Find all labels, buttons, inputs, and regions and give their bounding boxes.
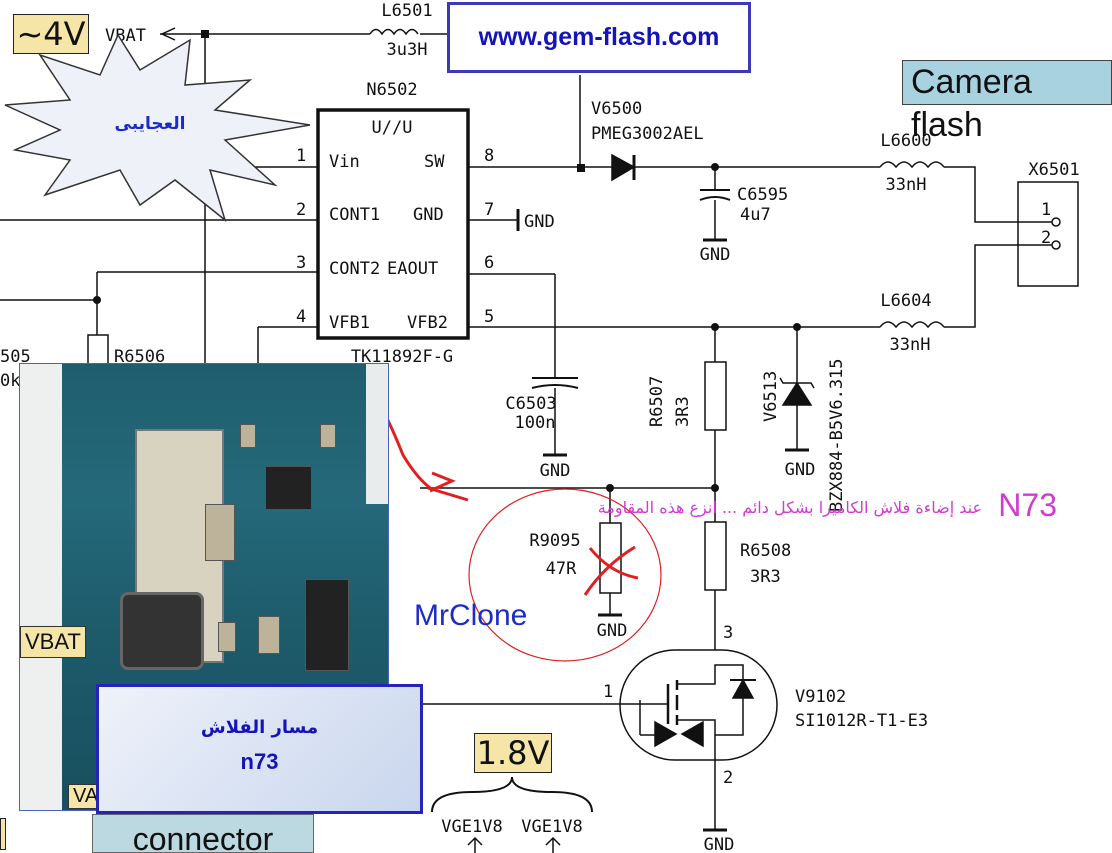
vbat-label: VBAT: [105, 26, 146, 46]
v6500-part: PMEG3002AEL: [591, 124, 704, 144]
r6507-name: R6507: [647, 376, 667, 427]
pcb-component: [218, 622, 236, 652]
pin-num-1: 1: [296, 146, 306, 166]
pin-num-2: 2: [296, 200, 306, 220]
pcb-component: [320, 424, 336, 448]
pcb-component: [205, 504, 235, 561]
pin-eaout: EAOUT: [387, 259, 438, 279]
vge1v8-label-2: VGE1V8: [521, 817, 582, 837]
pcb-chip: [265, 466, 312, 510]
r9095-cross-mark: [583, 545, 639, 596]
mrclone-label: MrClone: [414, 599, 527, 632]
n73-note: عند إضاءة فلاش الكاميرا بشكل دائم ... ان…: [598, 498, 982, 518]
n73-title: N73: [998, 487, 1057, 523]
r6508-value: 3R3: [750, 567, 781, 587]
r6505-value-partial: 0k: [0, 371, 20, 391]
v9102-name: V9102: [795, 687, 846, 707]
starburst-badge: [4, 33, 311, 223]
r9095-value: 47R: [546, 559, 577, 579]
pin-num-8: 8: [484, 146, 494, 166]
x6501-name: X6501: [1028, 160, 1079, 180]
gnd-label: GND: [524, 212, 555, 232]
pcb-chip: [305, 579, 349, 671]
n6502-name: N6502: [366, 80, 417, 100]
gnd-label: GND: [540, 461, 571, 481]
pin-gnd: GND: [413, 205, 444, 225]
pin-num-3: 3: [296, 253, 306, 273]
c6595-value: 4u7: [740, 205, 771, 225]
voltage-1v8-badge: 1.8V: [474, 733, 552, 773]
pcb-inductor: [120, 592, 204, 670]
gnd-label: GND: [700, 245, 731, 265]
l6604-value: 33nH: [890, 335, 931, 355]
c6595-name: C6595: [737, 185, 788, 205]
l6501-value: 3u3H: [387, 40, 428, 60]
flash-path-box: مسار الفلاش n73: [96, 684, 423, 814]
v6513-name: V6513: [761, 371, 781, 422]
pin-cont2: CONT2: [329, 259, 380, 279]
v6513-part: BZX884-B5V6.315: [827, 358, 847, 512]
c6503-value: 100n: [515, 413, 556, 433]
r6505-name-partial: 505: [0, 347, 31, 367]
pin-num-4: 4: [296, 307, 306, 327]
l6604-name: L6604: [880, 291, 931, 311]
v6500-name: V6500: [591, 99, 642, 119]
vge1v8-label-1: VGE1V8: [441, 817, 502, 837]
pin-vin: Vin: [329, 152, 360, 172]
v9102-pin-2: 2: [723, 768, 733, 788]
pin-vfb2: VFB2: [407, 313, 448, 333]
r6507-value: 3R3: [673, 396, 693, 427]
l6600-value: 33nH: [886, 175, 927, 195]
camera-flash-label: Camera flash: [902, 60, 1112, 144]
v9102-pin-1: 1: [603, 682, 613, 702]
n6502-function: U//U: [372, 118, 413, 138]
pin-vfb1: VFB1: [329, 313, 370, 333]
l6600-name: L6600: [880, 131, 931, 151]
vbat-callout: VBAT: [20, 626, 86, 658]
pin-sw: SW: [424, 152, 445, 172]
pin-cont1: CONT1: [329, 205, 380, 225]
gnd-label: GND: [704, 835, 735, 853]
r6506-name: R6506: [114, 347, 165, 367]
flash-path-model: n73: [240, 749, 279, 774]
voltage-4v-badge: ~4V: [13, 14, 89, 54]
voltage-partial-badge: [0, 818, 6, 850]
v9102-part: SI1012R-T1-E3: [795, 711, 928, 731]
x6501-pin-2: 2: [1041, 228, 1051, 248]
pcb-edge: [20, 364, 62, 810]
r9095-name: R9095: [529, 531, 580, 551]
v9102-pin-3: 3: [723, 623, 733, 643]
r9095-highlight-circle: [468, 488, 662, 662]
gnd-label: GND: [597, 621, 628, 641]
pcb-component: [240, 424, 256, 448]
starburst-text: العجايبى: [115, 114, 186, 134]
r6508-name: R6508: [740, 541, 791, 561]
n6502-part: TK11892F-G: [351, 347, 453, 367]
pcb-component: [258, 616, 280, 654]
pin-num-5: 5: [484, 307, 494, 327]
flash-path-title: مسار الفلاش: [200, 717, 319, 738]
pin-num-6: 6: [484, 253, 494, 273]
pin-num-7: 7: [484, 200, 494, 220]
gnd-label: GND: [785, 460, 816, 480]
pcb-edge: [366, 364, 388, 504]
x6501-pin-1: 1: [1041, 200, 1051, 220]
c6503-name: C6503: [505, 394, 556, 414]
website-url-box[interactable]: www.gem-flash.com: [447, 2, 751, 73]
l6501-name: L6501: [381, 1, 432, 21]
connector-label: connector: [92, 814, 314, 853]
